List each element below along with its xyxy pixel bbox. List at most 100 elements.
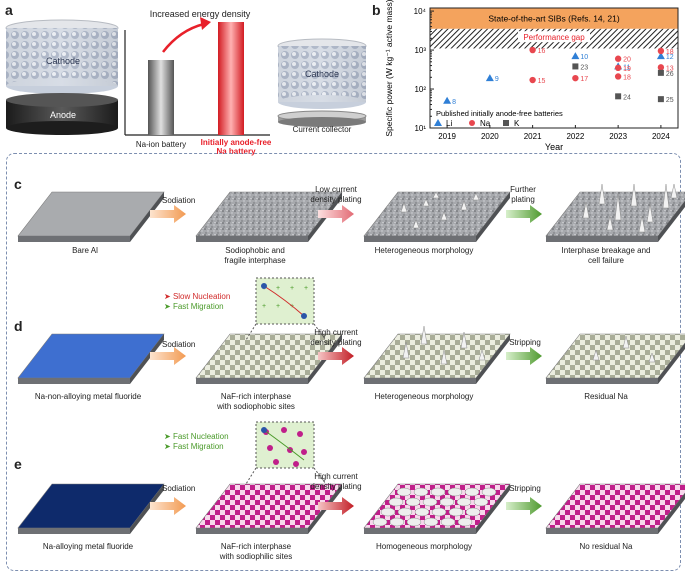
e-callout-fast-nucleation: ➤ Fast Nucleation bbox=[164, 432, 229, 441]
na-deposit bbox=[397, 507, 413, 517]
c-arrow-sodiation bbox=[150, 205, 186, 223]
point-ref-label: 15 bbox=[538, 78, 546, 85]
e-fluoride-slab-side bbox=[130, 484, 164, 534]
d-fluoride-slab-front bbox=[18, 378, 130, 384]
legend-marker-K bbox=[503, 120, 509, 126]
legend-label-K: K bbox=[514, 119, 520, 128]
e-no-residual-slab-front bbox=[546, 528, 658, 534]
c-step2-label-2: fragile interphase bbox=[224, 256, 286, 265]
current-collector-disk bbox=[277, 110, 367, 127]
dendrite bbox=[440, 211, 448, 221]
na-deposit bbox=[405, 497, 421, 507]
c-step2-label-1: Sodiophobic and bbox=[225, 246, 285, 255]
d-heterogeneous-slab-side bbox=[476, 334, 510, 384]
point-ref-label: 10 bbox=[580, 54, 588, 61]
dendrite bbox=[606, 215, 614, 231]
dendrite bbox=[412, 219, 420, 229]
dendrite bbox=[472, 192, 480, 201]
c-heterogeneous-slab bbox=[363, 191, 511, 242]
e-arrow-sodiation bbox=[150, 497, 186, 515]
dendrite bbox=[420, 325, 428, 345]
d-heterogeneous-slab-front bbox=[364, 378, 476, 384]
dendrite bbox=[598, 183, 606, 205]
d-callout-fast-migration: ➤ Fast Migration bbox=[164, 302, 224, 311]
dendrite bbox=[662, 183, 670, 209]
e-arrow-stripping-shape bbox=[506, 497, 542, 515]
dendrite bbox=[478, 349, 486, 361]
plot-frame bbox=[429, 7, 679, 129]
dendrite bbox=[582, 201, 590, 219]
e-arrow3-label: Stripping bbox=[509, 484, 541, 493]
cathode-label-right: Cathode bbox=[304, 69, 340, 79]
e-step1-label: Na-alloying metal fluoride bbox=[42, 542, 134, 551]
panel-label-c: c bbox=[14, 176, 22, 192]
current-collector-label: Current collector bbox=[292, 125, 352, 134]
e-fluoride-slab bbox=[17, 483, 165, 534]
dendrite bbox=[440, 349, 448, 365]
panel-label-b: b bbox=[372, 2, 381, 18]
point-K bbox=[657, 96, 664, 103]
anode-free-label-1: Initially anode-free bbox=[200, 138, 272, 147]
na-deposit bbox=[380, 507, 396, 517]
c-bare-al-slab-front bbox=[18, 236, 130, 242]
anode-label: Anode bbox=[49, 110, 77, 120]
na-deposit bbox=[464, 487, 480, 497]
c-arrow3-label-1: Further bbox=[510, 185, 536, 194]
point-Li bbox=[485, 74, 494, 82]
d-fluoride-slab bbox=[17, 333, 165, 384]
d-arrow-high-current-shape bbox=[318, 347, 354, 365]
d-arrow1-label: Sodiation bbox=[162, 340, 196, 349]
point-ref-label: 23 bbox=[580, 64, 588, 71]
e-step4-label: No residual Na bbox=[579, 542, 633, 551]
c-small-dendrites bbox=[400, 191, 480, 229]
point-Li bbox=[571, 52, 580, 60]
point-ref-label: 16 bbox=[538, 48, 546, 55]
point-Li bbox=[443, 96, 452, 104]
e-arrow2-label-2: density plating bbox=[310, 482, 362, 491]
panel-label-d: d bbox=[14, 318, 23, 334]
e-homogeneous-slab-front bbox=[364, 528, 476, 534]
point-Na bbox=[614, 73, 622, 80]
point-ref-label: 18 bbox=[666, 49, 674, 56]
e-arrow2-label-1: High current bbox=[314, 472, 358, 481]
na-deposit bbox=[457, 517, 473, 527]
legend-label-Na: Na bbox=[480, 119, 491, 128]
point-ref-label: 25 bbox=[666, 97, 674, 104]
c-step3-label: Heterogeneous morphology bbox=[374, 246, 474, 255]
e-interphase-slab-front bbox=[196, 528, 308, 534]
d-arrow2-label-1: High current bbox=[314, 328, 358, 337]
site-mark: + bbox=[262, 303, 266, 310]
point-ref-label: 13 bbox=[666, 65, 674, 72]
c-arrow2-label-2: density plating bbox=[310, 195, 362, 204]
d-arrow-stripping-shape bbox=[506, 347, 542, 365]
point-ref-label: 8 bbox=[452, 99, 456, 106]
point-ref-label: 9 bbox=[495, 76, 499, 83]
e-interphase-slab bbox=[195, 483, 343, 534]
e-step2-label-2: with sodiophilic sites bbox=[219, 552, 293, 561]
d-step3-label: Heterogeneous morphology bbox=[374, 392, 474, 401]
e-callout-fast-migration: ➤ Fast Migration bbox=[164, 442, 224, 451]
site-mark: + bbox=[276, 303, 280, 310]
na-deposit bbox=[423, 517, 439, 527]
point-ref-label: 26 bbox=[666, 71, 674, 78]
point-K bbox=[572, 63, 579, 70]
point-ref-label: 11 bbox=[623, 64, 630, 71]
c-arrow2-label-1: Low current bbox=[315, 185, 357, 194]
e-homogeneous-slab-side bbox=[476, 484, 510, 534]
site-mark: + bbox=[304, 285, 308, 292]
left-battery-cathode bbox=[5, 19, 119, 94]
na-deposit bbox=[439, 497, 455, 507]
panel-label-e: e bbox=[14, 456, 22, 472]
dendrite bbox=[432, 191, 440, 199]
d-arrow3-label: Stripping bbox=[509, 338, 541, 347]
point-ref-label: 12 bbox=[666, 54, 674, 61]
e-uniform-deposits bbox=[372, 487, 497, 527]
na-deposit bbox=[414, 507, 430, 517]
na-deposit bbox=[396, 487, 412, 497]
d-residual-na bbox=[592, 335, 656, 363]
na-deposit bbox=[388, 497, 404, 507]
point-ref-label: 19 bbox=[623, 66, 631, 73]
d-step1-label: Na-non-alloying metal fluoride bbox=[34, 392, 142, 401]
point-K bbox=[657, 69, 664, 76]
